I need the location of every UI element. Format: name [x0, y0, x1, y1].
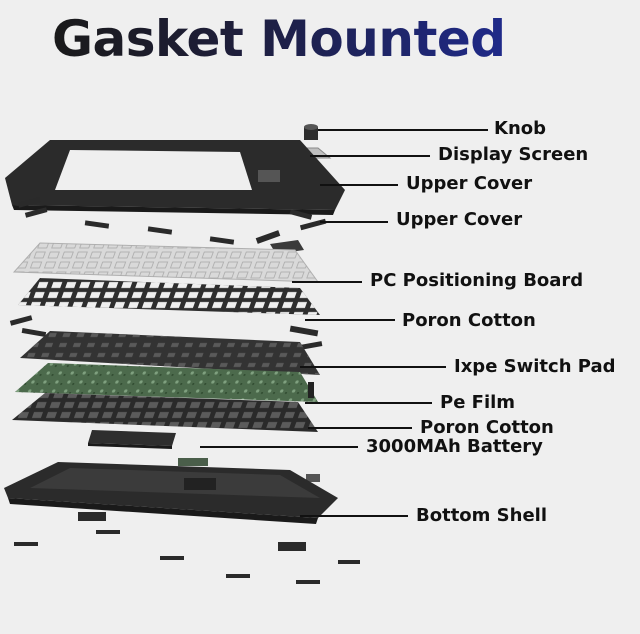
label-upper-cover-2: Upper Cover [396, 209, 523, 230]
pe-film-pcb-part [15, 363, 318, 402]
page-title: Gasket Mounted [52, 10, 506, 68]
ixpe-switch-pad-part [20, 331, 320, 375]
usb-connector [306, 474, 320, 482]
label-knob: Knob [494, 118, 547, 139]
poron-cotton-layer-2 [12, 393, 318, 432]
daughter-board [178, 458, 208, 466]
poron-cotton-layer-1 [18, 278, 320, 315]
pc-positioning-board-part [12, 242, 319, 283]
upper-cover-frame [5, 140, 345, 215]
label-bottom-shell: Bottom Shell [416, 505, 548, 526]
bottom-shell-part [4, 462, 338, 524]
bottom-feet [14, 512, 360, 584]
label-battery: 3000MAh Battery [366, 436, 543, 457]
gasket-strips-upper [17, 197, 327, 245]
label-display-screen: Display Screen [438, 144, 589, 165]
gasket-strips-middle [9, 315, 323, 350]
label-upper-cover-1: Upper Cover [406, 173, 533, 194]
label-ixpe-switch-pad: Ixpe Switch Pad [454, 356, 616, 377]
label-pc-positioning-board: PC Positioning Board [370, 270, 584, 291]
label-poron-cotton-2: Poron Cotton [420, 417, 554, 438]
label-poron-cotton-1: Poron Cotton [402, 310, 536, 331]
leader-lines [200, 129, 488, 517]
battery-part [88, 430, 176, 449]
label-pe-film: Pe Film [440, 392, 516, 413]
knob-part [304, 124, 318, 140]
